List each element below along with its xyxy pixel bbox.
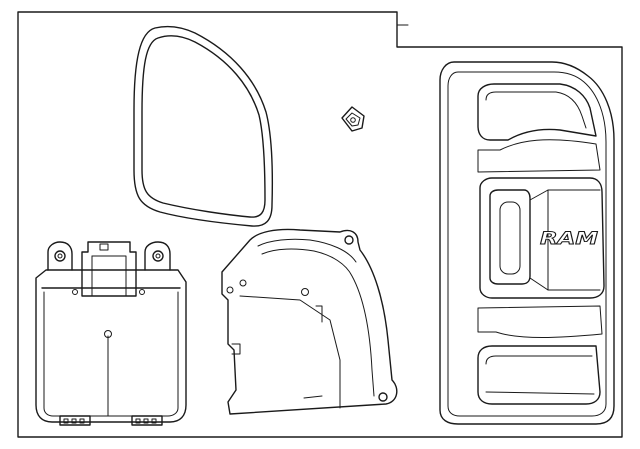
mirror-glass (133, 25, 274, 227)
lamp-housing (221, 228, 398, 415)
ram-logo: RAM (540, 229, 598, 249)
tail-lamp: RAM (439, 61, 615, 425)
clip-nut (341, 106, 365, 132)
diagram-frame (17, 11, 623, 438)
lamp-bracket (35, 241, 187, 426)
